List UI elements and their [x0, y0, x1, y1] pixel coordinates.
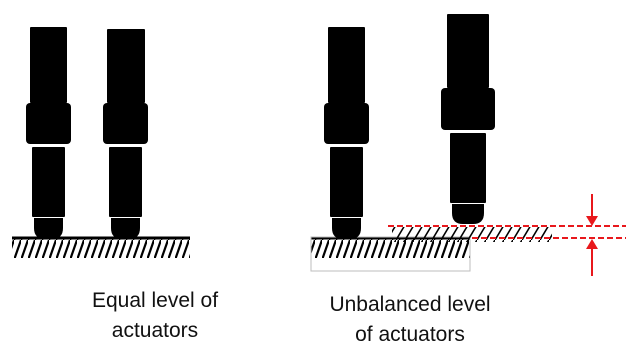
actuator-top-rod — [328, 27, 365, 103]
equal-level-caption: Equal level of actuators — [60, 286, 250, 346]
caption-line: Unbalanced level — [329, 293, 491, 316]
actuator-tip — [452, 204, 484, 224]
caption-line: of actuators — [355, 323, 465, 346]
actuator-top-rod — [30, 27, 67, 103]
level-offset-indicator — [472, 194, 626, 276]
ground-surface-lower — [310, 236, 471, 272]
ground-surface-raised — [388, 225, 626, 242]
actuator-lower-body — [109, 147, 142, 217]
ground-hatching-lower — [311, 239, 470, 258]
actuator-tip — [111, 218, 140, 239]
ground-hatching-raised — [392, 227, 552, 242]
ground-hatching-left — [12, 239, 190, 258]
actuator-collar — [441, 88, 495, 130]
actuator-collar — [324, 103, 369, 144]
offset-arrow-up-head — [586, 239, 598, 249]
actuator-collar — [103, 103, 148, 144]
actuator-lower-body — [32, 147, 65, 217]
actuator-lower-body — [450, 133, 486, 203]
equal-level-panel — [12, 27, 190, 258]
caption-line: Equal level of — [91, 289, 219, 312]
left-panel-actuator-2 — [103, 29, 148, 239]
actuator-top-rod — [447, 14, 489, 88]
unbalanced-level-panel — [310, 14, 626, 276]
actuator-tip — [332, 218, 361, 239]
actuator-top-rod — [107, 29, 145, 103]
caption-line: actuators — [111, 319, 199, 342]
right-panel-actuator-raised — [441, 14, 495, 224]
right-panel-actuator-low — [324, 27, 369, 239]
ground-surface-left — [12, 236, 190, 258]
actuator-lower-body — [330, 147, 363, 217]
actuator-tip — [34, 218, 63, 239]
unbalanced-level-caption: Unbalanced level of actuators — [300, 290, 520, 348]
left-panel-actuator-1 — [26, 27, 71, 239]
offset-arrow-down-head — [586, 216, 598, 226]
actuator-collar — [26, 103, 71, 144]
ground-lower-frame — [310, 236, 471, 272]
